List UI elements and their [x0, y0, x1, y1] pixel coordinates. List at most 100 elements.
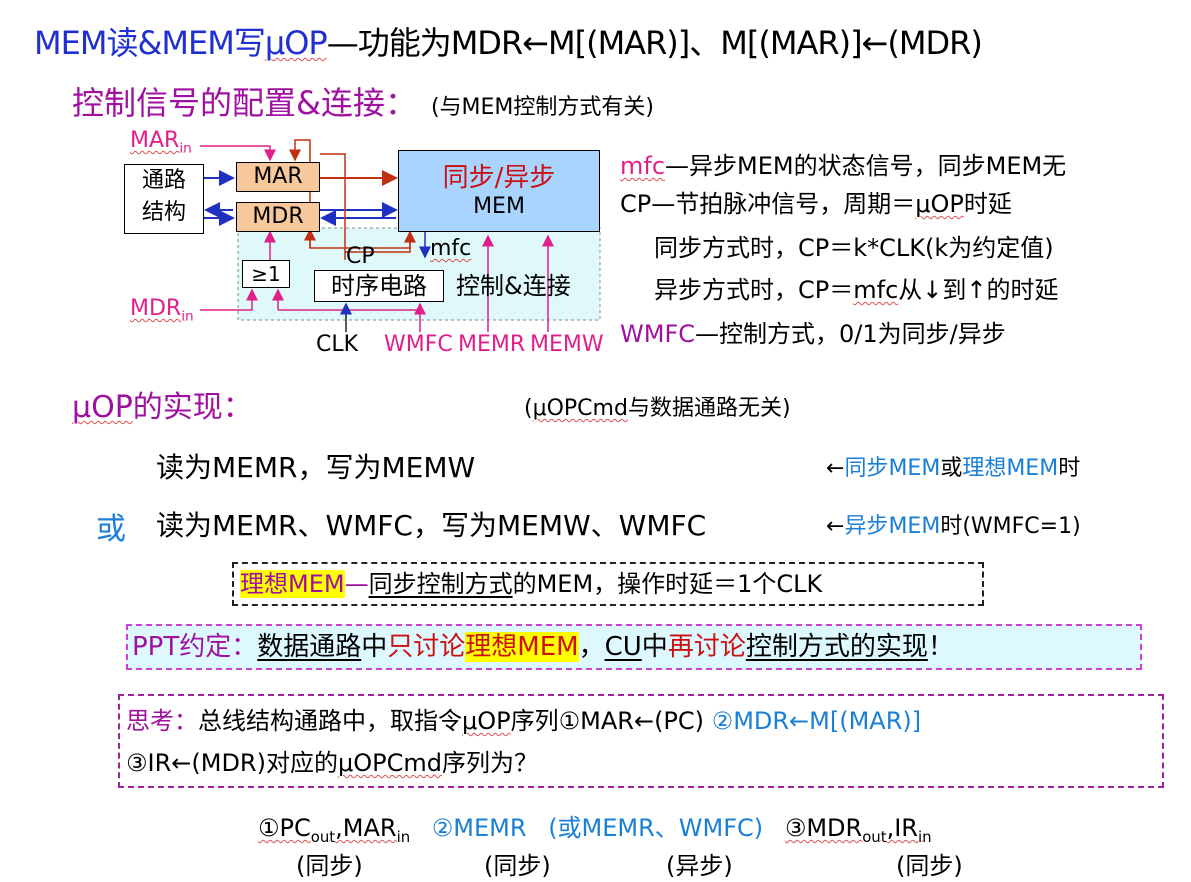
mar-in-label: MARin: [130, 128, 192, 156]
thinking-step1: 序列①MAR←(PC): [510, 707, 705, 735]
thinking-uop: μOP: [462, 707, 511, 735]
path-structure-box: 通路 结构: [124, 164, 204, 234]
title-part1: MEM读&MEM写: [34, 24, 266, 62]
impl-or-label: 或: [96, 512, 126, 547]
note-async-text: 异步方式时，CP＝: [654, 276, 854, 304]
memory-block: 同步/异步 MEM: [398, 150, 600, 232]
impl-line-2-async: 异步MEM: [844, 514, 941, 539]
impl-line-2-when: 时(WMFC=1): [940, 514, 1081, 539]
answer-step2-alt: (或MEMR、WMFC): [548, 814, 764, 842]
ppt-ctrl-impl: 控制方式的实现: [745, 632, 928, 662]
cp-label: CP: [346, 244, 375, 269]
impl-note-open: (: [524, 396, 533, 421]
impl-line-2-note: ←异步MEM时(WMFC=1): [826, 508, 1081, 540]
control-connection-label: 控制&连接: [456, 272, 571, 300]
impl-heading: μOP的实现：: [72, 382, 253, 426]
answer-ir: ,IR: [886, 814, 918, 842]
wmfc-label: WMFC: [384, 332, 453, 357]
title-part2: μOP: [264, 24, 328, 62]
impl-line-2: 读为MEMR、WMFC，写为MEMW、WMFC: [156, 509, 707, 542]
or-gate: ≥1: [242, 260, 290, 288]
thinking-line-1: 思考：总线结构通路中，取指令μOP序列①MAR←(PC) ②MDR←M[(MAR…: [126, 700, 1156, 742]
note-cp-delay: 时延: [963, 190, 1012, 218]
impl-line-1-arrow: ←: [826, 456, 845, 481]
thinking-step2: ②MDR←M[(MAR)]: [711, 707, 922, 735]
impl-line-1-or: 或: [940, 456, 963, 481]
mdr-in-text: MDR: [130, 296, 182, 321]
thinking-line-2: ③IR←(MDR)对应的μOPCmd序列为？: [126, 742, 1156, 784]
ideal-mem-dash: —: [344, 570, 369, 598]
impl-heading-uop: μOP: [72, 390, 133, 425]
note-mfc-desc: —异步MEM的状态信号，同步MEM无: [665, 152, 1067, 180]
thinking-label: 思考：: [126, 707, 198, 735]
answer-mdr-sub: out: [862, 827, 887, 846]
clk-label: CLK: [316, 332, 359, 357]
note-async: 异步方式时，CP＝mfc从↓到↑的时延: [654, 270, 1058, 305]
ppt-convention-box: PPT约定：数据通路中只讨论理想MEM，CU中再讨论控制方式的实现！: [126, 624, 1142, 670]
note-cp-text: CP—节拍脉冲信号，周期＝: [620, 190, 916, 218]
ppt-then: 再讨论: [667, 632, 746, 662]
answer-step3: ③MDRout,IRin: [784, 814, 932, 846]
impl-line-1: 读为MEMR，写为MEMW: [156, 451, 476, 484]
answer-ir-sub: in: [917, 827, 932, 846]
mdr-in-label: MDRin: [130, 296, 194, 324]
ppt-in-1: 中: [361, 632, 388, 662]
answer-mdr: ③MDR: [784, 814, 863, 842]
impl-note-text: 与数据通路无关): [627, 396, 791, 421]
note-async-delay: 从↓到↑的时延: [898, 276, 1059, 304]
config-heading-text: 控制信号的配置&连接：: [72, 84, 417, 122]
slide-title: MEM读&MEM写μOP—功能为MDR←M[(MAR)]、M[(MAR)]←(M…: [34, 18, 983, 64]
mar-in-text: MAR: [130, 128, 180, 153]
answer-mar: ,MAR: [335, 814, 397, 842]
ppt-datapath: 数据通路: [257, 632, 362, 662]
ppt-bang: ！: [927, 632, 954, 662]
title-part3: —功能为MDR←M[(MAR)]、M[(MAR)]←(MDR): [326, 24, 983, 62]
answer-step2: ②MEMR: [431, 814, 527, 842]
config-heading: 控制信号的配置&连接：(与MEM控制方式有关): [72, 78, 654, 124]
answer-pc: ①PC: [258, 814, 311, 842]
answer-step1: ①PCout,MARin: [258, 814, 410, 846]
thinking-question: 序列为？: [441, 749, 538, 777]
ideal-mem-box: 理想MEM—同步控制方式的MEM，操作时延＝1个CLK: [232, 562, 984, 606]
answer-mode-4: (同步): [896, 852, 963, 880]
memr-label: MEMR: [458, 332, 526, 357]
note-async-mfc: mfc: [853, 276, 899, 304]
memory-control-diagram: MARin 通路 结构 MAR MDR 同步/异步 MEM CP mfc ≥1 …: [120, 128, 610, 372]
ideal-mem-sync: 同步控制方式: [368, 570, 513, 598]
impl-line-1-ideal: 理想MEM: [962, 456, 1059, 481]
note-mfc: mfc—异步MEM的状态信号，同步MEM无: [620, 146, 1066, 181]
thinking-cmd: μOPCmd: [337, 749, 442, 777]
answer-mode-3: (异步): [666, 852, 733, 880]
answer-mode-1: (同步): [296, 852, 363, 880]
note-wmfc: WMFC—控制方式，0/1为同步/异步: [620, 314, 1006, 349]
thinking-step3: ③IR←(MDR)对应的: [126, 749, 338, 777]
answer-mar-sub: in: [396, 827, 411, 846]
timing-circuit: 时序电路: [314, 270, 444, 302]
note-wmfc-term: WMFC: [620, 320, 695, 348]
thinking-text: 总线结构通路中，取指令: [198, 707, 462, 735]
ideal-mem-desc: 的MEM，操作时延＝1个CLK: [512, 570, 823, 598]
note-sync: 同步方式时，CP＝k*CLK(k为约定值): [654, 234, 1054, 262]
memory-mode-label: 同步/异步: [442, 163, 556, 193]
impl-note: (μOPCmd与数据通路无关): [524, 390, 791, 422]
memw-label: MEMW: [530, 332, 604, 357]
impl-line-1-note: ←同步MEM或理想MEM时: [826, 450, 1080, 482]
memory-label: MEM: [473, 194, 525, 219]
ppt-ideal-mem: 理想MEM: [465, 632, 579, 662]
mdr-in-sub: in: [181, 308, 194, 325]
ppt-label: PPT约定：: [132, 632, 258, 662]
ppt-comma: ，: [578, 632, 605, 662]
thinking-box: 思考：总线结构通路中，取指令μOP序列①MAR←(PC) ②MDR←M[(MAR…: [118, 694, 1164, 788]
ppt-only: 只讨论: [387, 632, 466, 662]
mdr-register: MDR: [236, 202, 320, 232]
impl-note-cmd: μOPCmd: [532, 396, 628, 421]
impl-line-2-arrow: ←: [826, 514, 845, 539]
diagram-wires: [200, 139, 601, 332]
impl-line-1-when: 时: [1058, 456, 1081, 481]
answer-line: ①PCout,MARin ②MEMR (或MEMR、WMFC) ③MDRout,…: [258, 808, 932, 846]
note-wmfc-desc: —控制方式，0/1为同步/异步: [695, 320, 1006, 348]
impl-heading-text: 的实现：: [132, 390, 253, 425]
answer-pc-sub: out: [310, 827, 336, 846]
mar-register: MAR: [236, 162, 320, 192]
impl-line-1-sync: 同步MEM: [844, 456, 941, 481]
